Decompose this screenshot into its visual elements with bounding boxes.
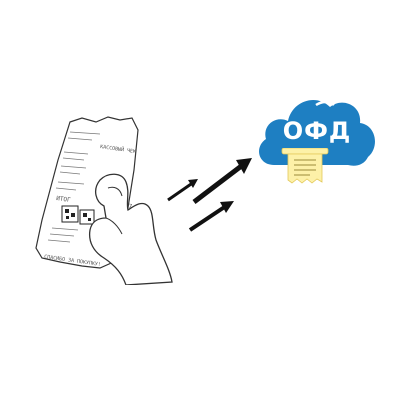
arrows bbox=[167, 158, 252, 232]
receipt-header: КАССОВЫЙ ЧЕК bbox=[100, 143, 137, 155]
arrow-icon bbox=[167, 179, 198, 202]
receipt-total-label: ИТОГ bbox=[56, 195, 72, 204]
paper-slip-icon bbox=[281, 148, 329, 184]
cloud-label: ОФД bbox=[282, 117, 352, 145]
arrow-icon bbox=[188, 201, 234, 232]
receipt-in-hand-icon: КАССОВЫЙ ЧЕК ИТОГ 84.77 СПАСИБО ЗА ПОКУП… bbox=[35, 116, 173, 285]
arrow-icon bbox=[192, 158, 252, 204]
